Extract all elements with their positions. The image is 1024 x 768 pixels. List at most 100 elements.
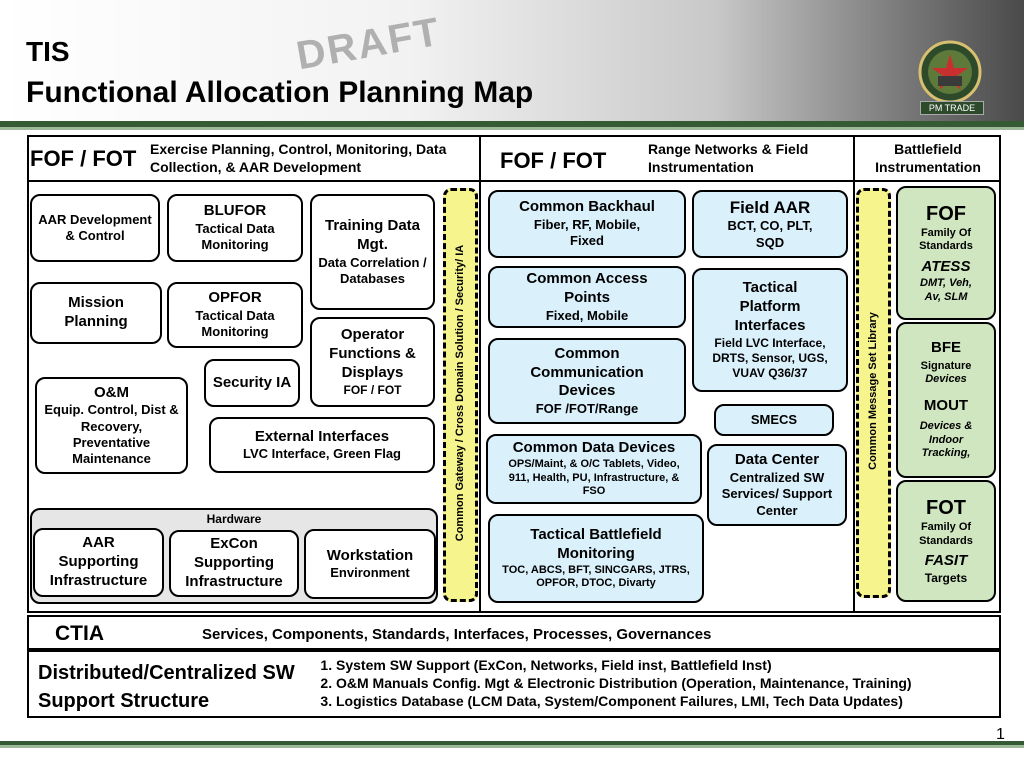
backhaul-sub: Fiber, RF, Mobile, Fixed: [533, 217, 641, 249]
bottom-band-light: [0, 745, 1024, 748]
atess-label: ATESS: [921, 258, 971, 276]
aar-development-box: AAR Development & Control: [30, 194, 160, 262]
common-gateway-label: Common Gateway / Cross Domain Solution /…: [454, 244, 466, 542]
page-title-line1: TIS: [26, 36, 70, 67]
common-gateway-strip: [443, 188, 478, 602]
mout-sub: Devices & Indoor Tracking,: [919, 419, 973, 460]
tactical-platform-box: Tactical Platform Interfaces Field LVC I…: [692, 268, 848, 392]
page-title-line2: Functional Allocation Planning Map: [26, 76, 534, 109]
ctia-text: Services, Components, Standards, Interfa…: [202, 626, 712, 643]
aar-supporting-box: AAR Supporting Infrastructure: [33, 528, 164, 597]
bfe-mout-box: BFE Signature Devices MOUT Devices & Ind…: [896, 322, 996, 478]
tbm-sub: TOC, ABCS, BFT, SINCGARS, JTRS, OPFOR, D…: [502, 563, 690, 590]
header-divider-3: [855, 180, 999, 182]
backhaul-title: Common Backhaul: [519, 198, 655, 216]
signature-label: Signature: [920, 359, 972, 372]
smecs-box: SMECS: [714, 404, 834, 436]
top-band-light: [0, 127, 1024, 130]
field-aar-title: Field AAR: [729, 198, 811, 218]
opfor-box: OPFOR Tactical Data Monitoring: [167, 282, 303, 348]
tpi-title: Tactical Platform Interfaces: [734, 279, 806, 334]
blufor-title: BLUFOR: [203, 202, 267, 220]
om-box: O&M Equip. Control, Dist & Recovery, Pre…: [35, 377, 188, 474]
external-sub: LVC Interface, Green Flag: [243, 446, 401, 462]
support-item-3: Logistics Database (LCM Data, System/Com…: [336, 692, 1016, 710]
divider-2: [853, 136, 855, 612]
training-sub: Data Correlation / Databases: [318, 254, 427, 286]
divider-1: [479, 136, 481, 612]
mission-planning-box: Mission Planning: [30, 282, 162, 344]
support-structure-row: [27, 650, 1001, 718]
comm-sub: FOF /FOT/Range: [535, 401, 639, 416]
dc-title: Data Center: [734, 451, 820, 469]
fof-label: FOF: [926, 202, 966, 225]
excon-supporting-box: ExCon Supporting Infrastructure: [169, 530, 299, 597]
om-sub: Equip. Control, Dist & Recovery, Prevent…: [44, 402, 179, 467]
logo-label: PM TRADE: [920, 101, 984, 115]
fof-standards-box: FOF Family Of Standards ATESS DMT, Veh, …: [896, 186, 996, 320]
header-background: [0, 0, 1024, 122]
support-item-1: System SW Support (ExCon, Networks, Fiel…: [336, 656, 1016, 674]
targets-label: Targets: [924, 571, 968, 586]
section1-fof-fot: FOF / FOT: [30, 146, 137, 171]
security-ia-box: Security IA: [204, 359, 300, 407]
fof-sub: Family Of Standards: [919, 226, 973, 253]
aar-support-sub: Supporting Infrastructure: [49, 553, 148, 589]
hardware-label: Hardware: [206, 512, 262, 526]
fasit-label: FASIT: [924, 552, 968, 570]
operator-title: Operator Functions & Displays: [329, 326, 416, 381]
common-communication-box: Common Communication Devices FOF /FOT/Ra…: [488, 338, 686, 424]
mout-label: MOUT: [923, 397, 969, 415]
data-dev-sub: OPS/Maint, & O/C Tablets, Video, 911, He…: [508, 457, 680, 498]
support-list: System SW Support (ExCon, Networks, Fiel…: [318, 656, 1016, 710]
ctia-label: CTIA: [55, 622, 104, 645]
ctia-row: [27, 615, 1001, 650]
comm-title: Common Communication Devices: [530, 344, 644, 400]
header-divider-1: [28, 180, 480, 182]
page-number: 1: [996, 726, 1005, 743]
excon-title: ExCon: [210, 535, 258, 553]
fot-standards-box: FOT Family Of Standards FASIT Targets: [896, 480, 996, 602]
access-sub: Fixed, Mobile: [545, 307, 629, 323]
section2-heading: Range Networks & Field Instrumentation: [648, 141, 809, 175]
opfor-title: OPFOR: [208, 289, 262, 307]
common-message-set-strip: [856, 188, 891, 598]
section3-heading: Battlefield Instrumentation: [875, 141, 981, 175]
dc-sub: Centralized SW Services/ Support Center: [721, 470, 833, 518]
tpi-sub: Field LVC Interface, DRTS, Sensor, UGS, …: [712, 335, 828, 380]
aar-support-title: AAR: [82, 534, 115, 552]
external-interfaces-box: External Interfaces LVC Interface, Green…: [209, 417, 435, 473]
pm-trade-logo-icon: [918, 40, 982, 104]
devices-label: Devices: [925, 373, 967, 386]
tactical-battlefield-box: Tactical Battlefield Monitoring TOC, ABC…: [488, 514, 704, 603]
mission-label: Mission Planning: [64, 294, 128, 330]
section2-fof-fot: FOF / FOT: [500, 148, 607, 173]
blufor-sub: Tactical Data Monitoring: [195, 221, 275, 253]
tbm-title: Tactical Battlefield Monitoring: [530, 526, 662, 562]
field-aar-box: Field AAR BCT, CO, PLT, SQD: [692, 190, 848, 258]
operator-functions-box: Operator Functions & Displays FOF / FOT: [310, 317, 435, 407]
fot-label: FOT: [926, 496, 966, 519]
security-label: Security IA: [212, 373, 292, 391]
training-title: Training Data Mgt.: [324, 217, 421, 253]
workstation-title: Workstation: [326, 546, 414, 564]
support-structure-label: Distributed/Centralized SW Support Struc…: [38, 662, 295, 712]
opfor-sub: Tactical Data Monitoring: [195, 308, 275, 340]
access-title: Common Access Points: [526, 270, 648, 306]
common-access-points-box: Common Access Points Fixed, Mobile: [488, 266, 686, 328]
support-item-2: O&M Manuals Config. Mgt & Electronic Dis…: [336, 674, 1016, 692]
excon-sub: Supporting Infrastructure: [185, 554, 283, 590]
workstation-box: Workstation Environment: [304, 529, 436, 599]
common-backhaul-box: Common Backhaul Fiber, RF, Mobile, Fixed: [488, 190, 686, 258]
operator-sub: FOF / FOT: [343, 382, 402, 397]
common-data-devices-box: Common Data Devices OPS/Maint, & O/C Tab…: [486, 434, 702, 504]
header-divider-2: [481, 180, 853, 182]
external-title: External Interfaces: [254, 427, 390, 445]
data-dev-title: Common Data Devices: [512, 439, 676, 456]
section1-heading: Exercise Planning, Control, Monitoring, …: [150, 141, 447, 175]
atess-sub: DMT, Veh, Av, SLM: [920, 276, 972, 303]
field-aar-sub: BCT, CO, PLT, SQD: [727, 218, 813, 250]
top-band: [0, 121, 1024, 127]
blufor-box: BLUFOR Tactical Data Monitoring: [167, 194, 303, 262]
common-message-set-label: Common Message Set Library: [867, 312, 879, 470]
